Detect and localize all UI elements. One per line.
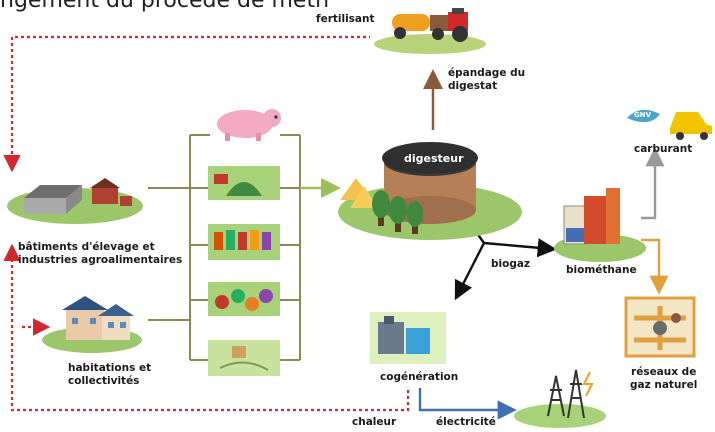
feedstock-bracket	[148, 134, 301, 361]
chaleur-return-arrow	[3, 243, 410, 412]
manure-tile-icon	[208, 166, 280, 200]
label-epandage: épandage du digestat	[448, 67, 525, 92]
label-habitations-line2: collectivités	[68, 374, 140, 387]
label-habitations: habitations et collectivités	[68, 362, 151, 387]
fertilisant-return-arrow	[3, 35, 372, 173]
label-digesteur: digesteur	[404, 152, 464, 165]
label-epandage-line1: épandage du	[448, 67, 526, 79]
label-fertilisant: fertilisant	[316, 13, 375, 25]
label-cogeneration: cogénération	[380, 371, 459, 383]
gas-network-icon	[624, 296, 696, 358]
label-epandage-line2: digestat	[448, 79, 498, 92]
label-biomethane: biométhane	[566, 264, 637, 276]
electricity-pylons-icon	[514, 369, 606, 428]
sewage-tile-icon	[208, 340, 280, 376]
partial-page-title: ngement du procede de meth	[0, 0, 330, 13]
biomethane-to-grid-arrow	[641, 238, 669, 295]
tractor-spreading-icon	[370, 2, 488, 60]
vegetables-tile-icon	[208, 282, 280, 316]
farm-buildings-icon	[7, 178, 143, 224]
label-reseaux-line1: réseaux de	[631, 366, 697, 378]
electricite-arrow	[418, 388, 517, 420]
label-reseaux-line2: gaz naturel	[630, 378, 698, 391]
label-batiments-line2: industries agroalimentaires	[18, 253, 183, 266]
label-biogaz: biogaz	[491, 258, 531, 270]
label-batiments-line1: bâtiments d'élevage et	[18, 241, 155, 253]
biogaz-to-cogeneration-arrow	[454, 242, 486, 301]
label-reseaux: réseaux de gaz naturel	[630, 366, 697, 391]
gnv-car-icon	[627, 109, 712, 140]
label-chaleur: chaleur	[352, 416, 397, 428]
label-gnv-badge: GNV	[634, 111, 652, 119]
pig-icon	[217, 109, 281, 141]
houses-icon	[42, 296, 142, 353]
label-carburant: carburant	[634, 143, 693, 155]
label-electricite: électricité	[436, 416, 496, 428]
biogaz-to-biomethane-arrow	[483, 238, 557, 258]
cogeneration-icon	[370, 312, 446, 364]
label-habitations-line1: habitations et	[68, 362, 152, 374]
label-batiments: bâtiments d'élevage et industries agroal…	[18, 241, 182, 266]
biomethane-to-carburant-arrow	[641, 147, 665, 220]
biomethane-plant-icon	[554, 188, 646, 262]
digester-icon	[338, 142, 522, 240]
food-waste-tile-icon	[208, 224, 280, 260]
